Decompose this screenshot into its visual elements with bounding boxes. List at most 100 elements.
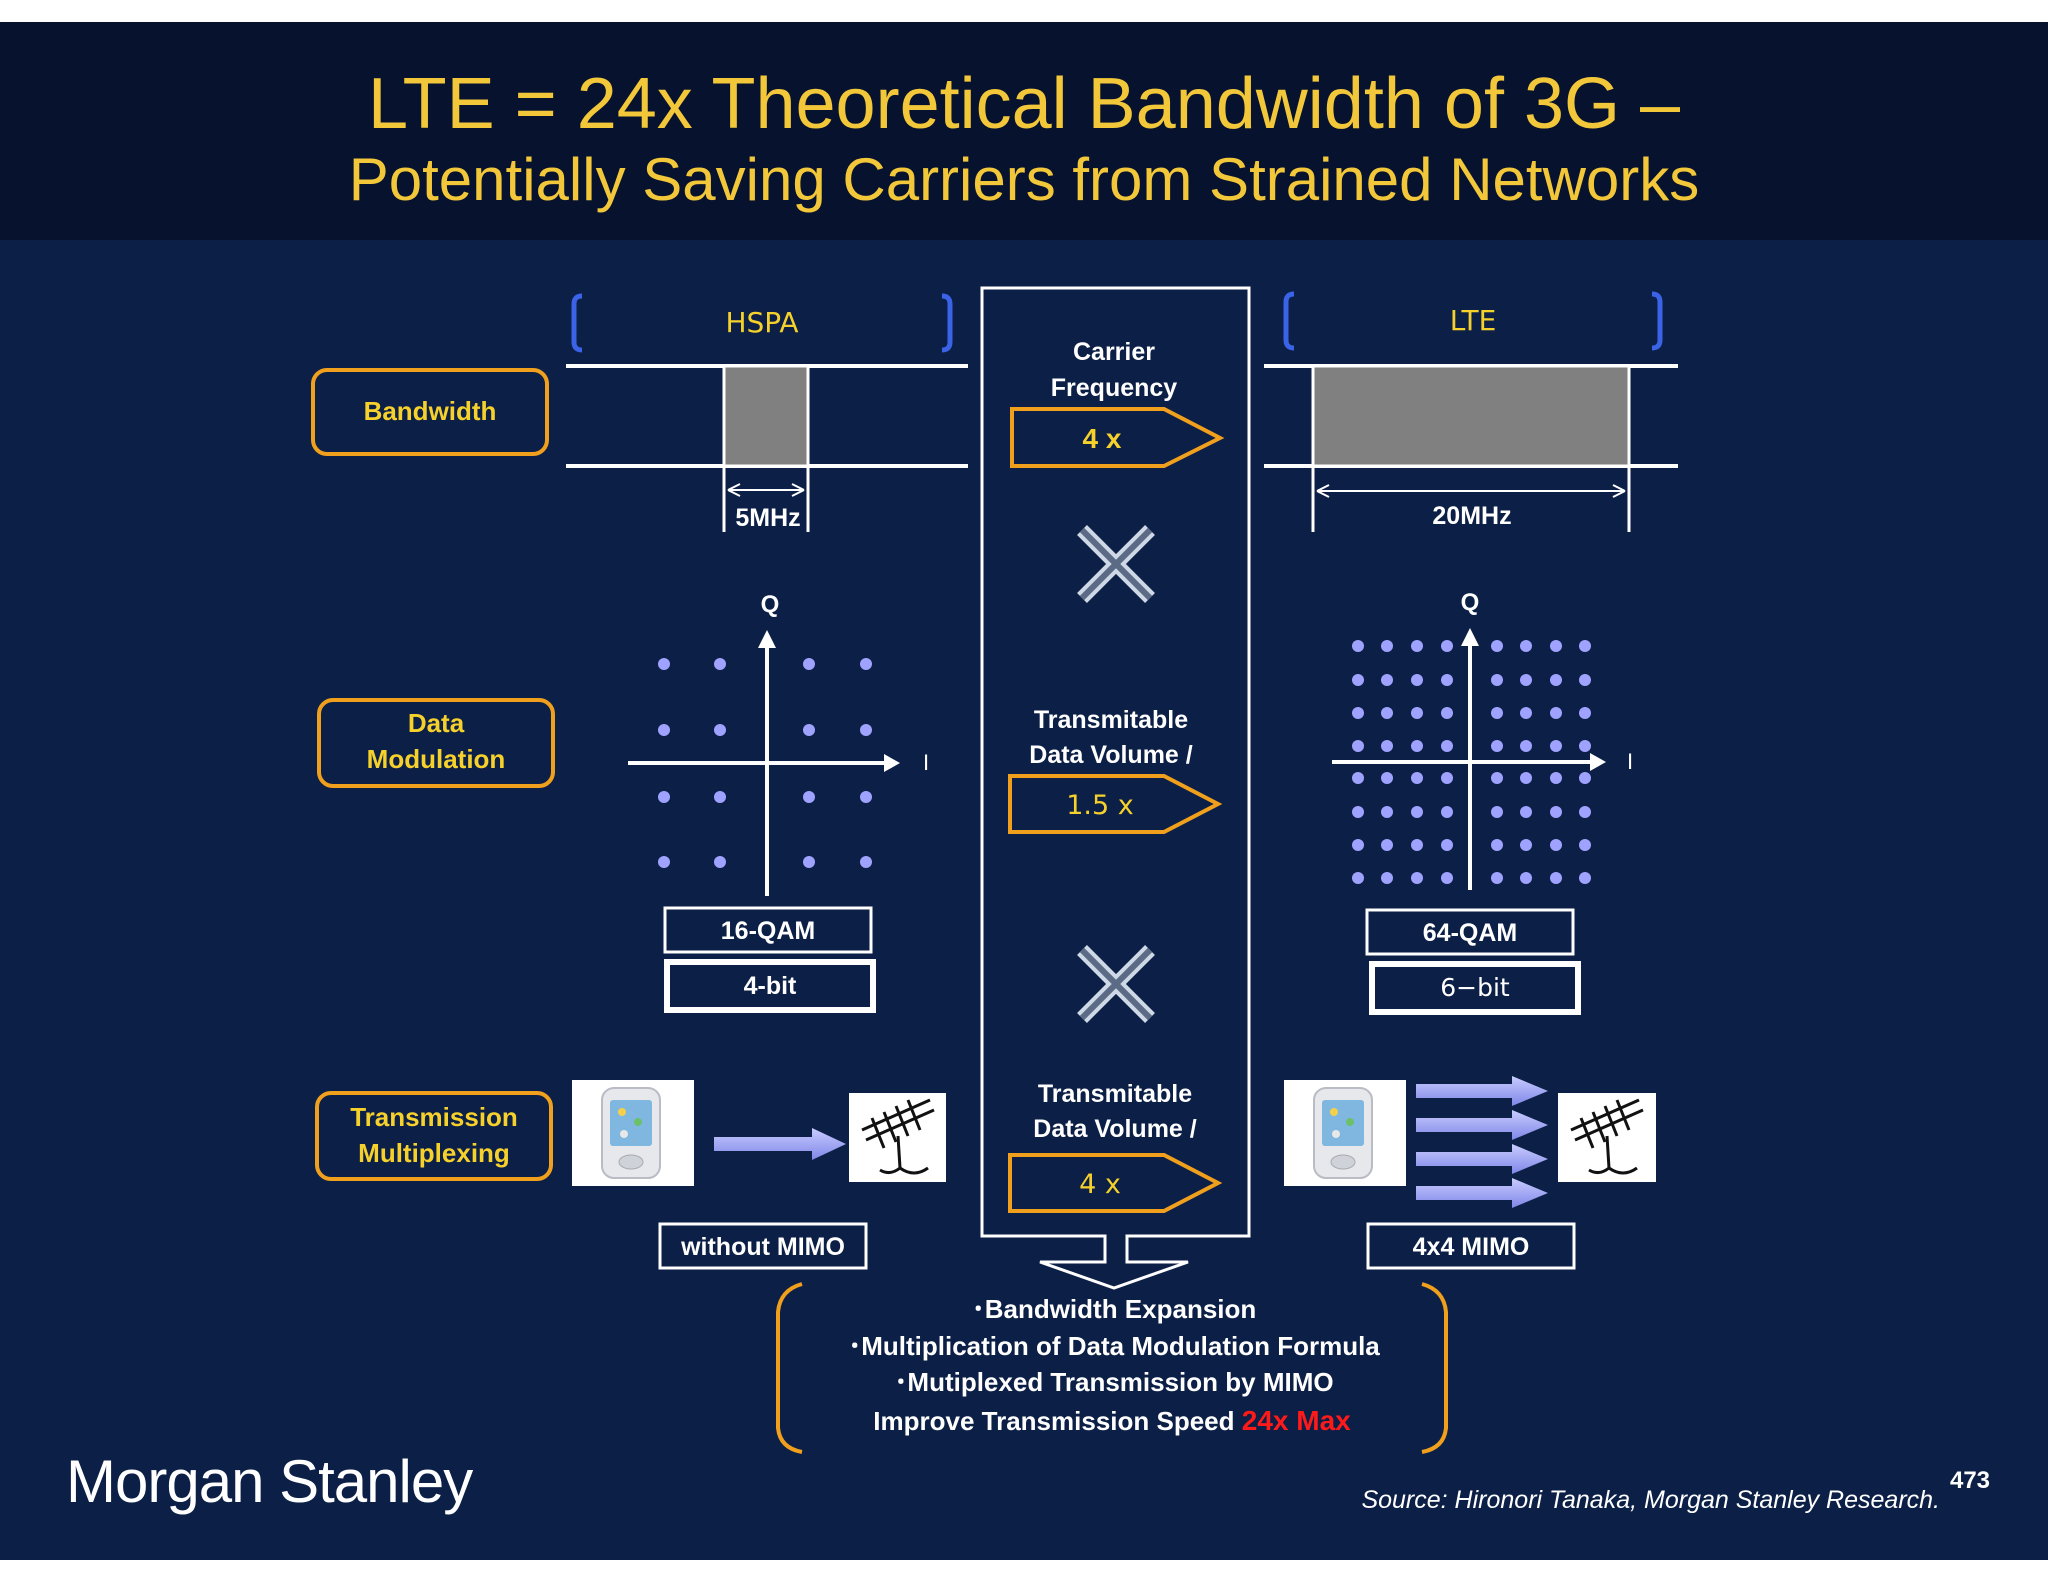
constellation-point (1441, 772, 1453, 784)
brand-logo: Morgan Stanley (66, 1448, 473, 1515)
constellation-point (860, 856, 872, 868)
column-header-lte: LTE (1283, 291, 1663, 351)
constellation-point (1491, 839, 1503, 851)
lte-constellation-points (1352, 640, 1591, 884)
constellation-point (860, 791, 872, 803)
lte-antenna-image (1558, 1093, 1656, 1182)
constellation-point (1381, 772, 1393, 784)
constellation-point (1520, 640, 1532, 652)
row-label-multiplexing-line-1: Transmission (350, 1102, 518, 1132)
constellation-point (1411, 740, 1423, 752)
lte-bits-label: 6−bit (1440, 973, 1510, 1002)
constellation-point (1441, 707, 1453, 719)
hspa-bandwidth-diagram: 5MHz (566, 364, 968, 532)
constellation-point (1352, 740, 1364, 752)
lte-scheme-label: 64-QAM (1423, 919, 1517, 947)
center-column: Carrier Frequency 4 x Transmitable Data … (980, 286, 1251, 1290)
column-header-hspa-text: HSPA (725, 306, 798, 339)
constellation-point (1520, 839, 1532, 851)
constellation-point (1381, 872, 1393, 884)
volume-2-factor-label: 4 x (1079, 1169, 1121, 1200)
constellation-point (1491, 872, 1503, 884)
constellation-point (860, 724, 872, 736)
constellation-point (1441, 740, 1453, 752)
summary-line-3: ･Mutiplexed Transmission by MIMO (894, 1367, 1333, 1397)
row-label-modulation-line-1: Data (408, 708, 465, 738)
constellation-point (1520, 806, 1532, 818)
constellation-point (1520, 674, 1532, 686)
volume-2-factor-arrow: 4 x (1008, 1153, 1223, 1213)
constellation-point (1381, 707, 1393, 719)
hspa-mimo-label: without MIMO (680, 1233, 845, 1261)
constellation-point (1352, 872, 1364, 884)
constellation-point (803, 658, 815, 670)
carrier-frequency-line-2: Frequency (1051, 374, 1178, 402)
constellation-point (714, 791, 726, 803)
lte-mimo-label: 4x4 MIMO (1413, 1233, 1530, 1261)
constellation-point (1579, 839, 1591, 851)
constellation-point (714, 856, 726, 868)
lte-phone-image (1284, 1080, 1406, 1186)
mimo-stream-arrow (1416, 1178, 1548, 1208)
constellation-point (1550, 640, 1562, 652)
source-note: Source: Hironori Tanaka, Morgan Stanley … (1361, 1486, 1940, 1514)
hspa-single-stream-arrow (714, 1128, 846, 1160)
center-column-outline (980, 286, 1251, 1290)
row-label-modulation-line-2: Modulation (367, 744, 506, 774)
hspa-q-axis-label: Q (761, 591, 780, 618)
hspa-bandwidth-label: 5MHz (735, 504, 800, 532)
multiply-icon (1077, 945, 1155, 1023)
constellation-point (1411, 707, 1423, 719)
volume-1-factor-label: 1.5 x (1066, 790, 1134, 821)
row-label-bandwidth: Bandwidth (311, 368, 549, 456)
constellation-point (803, 724, 815, 736)
constellation-point (1550, 872, 1562, 884)
hspa-antenna-image (849, 1093, 946, 1182)
constellation-point (1411, 640, 1423, 652)
constellation-point (1579, 674, 1591, 686)
summary-box: ･Bandwidth Expansion ･Multiplication of … (776, 1282, 1448, 1454)
constellation-point (1352, 839, 1364, 851)
summary-highlight: 24x Max (1242, 1405, 1351, 1436)
summary-line-1: ･Bandwidth Expansion (972, 1294, 1257, 1324)
lte-q-axis-label: Q (1461, 589, 1480, 616)
constellation-point (1579, 872, 1591, 884)
carrier-factor-label: 4 x (1083, 423, 1122, 454)
constellation-point (1550, 707, 1562, 719)
constellation-point (803, 791, 815, 803)
constellation-point (1352, 674, 1364, 686)
constellation-point (1381, 806, 1393, 818)
constellation-point (1491, 674, 1503, 686)
constellation-point (1411, 674, 1423, 686)
lte-bits-box: 6−bit (1369, 961, 1581, 1015)
constellation-point (1381, 740, 1393, 752)
constellation-point (658, 791, 670, 803)
row-label-bandwidth-text: Bandwidth (364, 396, 497, 426)
constellation-point (1411, 839, 1423, 851)
multiply-icon (1077, 525, 1155, 603)
lte-mimo-box: 4x4 MIMO (1366, 1222, 1576, 1270)
constellation-point (1441, 674, 1453, 686)
lte-mimo-stream-arrows (1416, 1076, 1548, 1208)
row-label-multiplexing: Transmission Multiplexing (315, 1091, 553, 1181)
constellation-point (1491, 640, 1503, 652)
column-header-hspa: HSPA (571, 293, 953, 353)
title-line-2: Potentially Saving Carriers from Straine… (349, 146, 1700, 213)
lte-scheme-box: 64-QAM (1365, 908, 1575, 956)
slide-background (0, 22, 2048, 1560)
constellation-point (1491, 740, 1503, 752)
constellation-point (1550, 806, 1562, 818)
hspa-bits-label: 4-bit (744, 972, 797, 1000)
constellation-point (1352, 806, 1364, 818)
hspa-phone-image (572, 1080, 694, 1186)
lte-band (1311, 364, 1631, 468)
carrier-frequency-line-1: Carrier (1073, 338, 1155, 366)
constellation-point (1520, 872, 1532, 884)
hspa-constellation: Q I (628, 591, 929, 896)
hspa-scheme-label: 16-QAM (721, 917, 815, 945)
constellation-point (1550, 772, 1562, 784)
constellation-point (1491, 707, 1503, 719)
constellation-point (658, 724, 670, 736)
constellation-point (1579, 772, 1591, 784)
